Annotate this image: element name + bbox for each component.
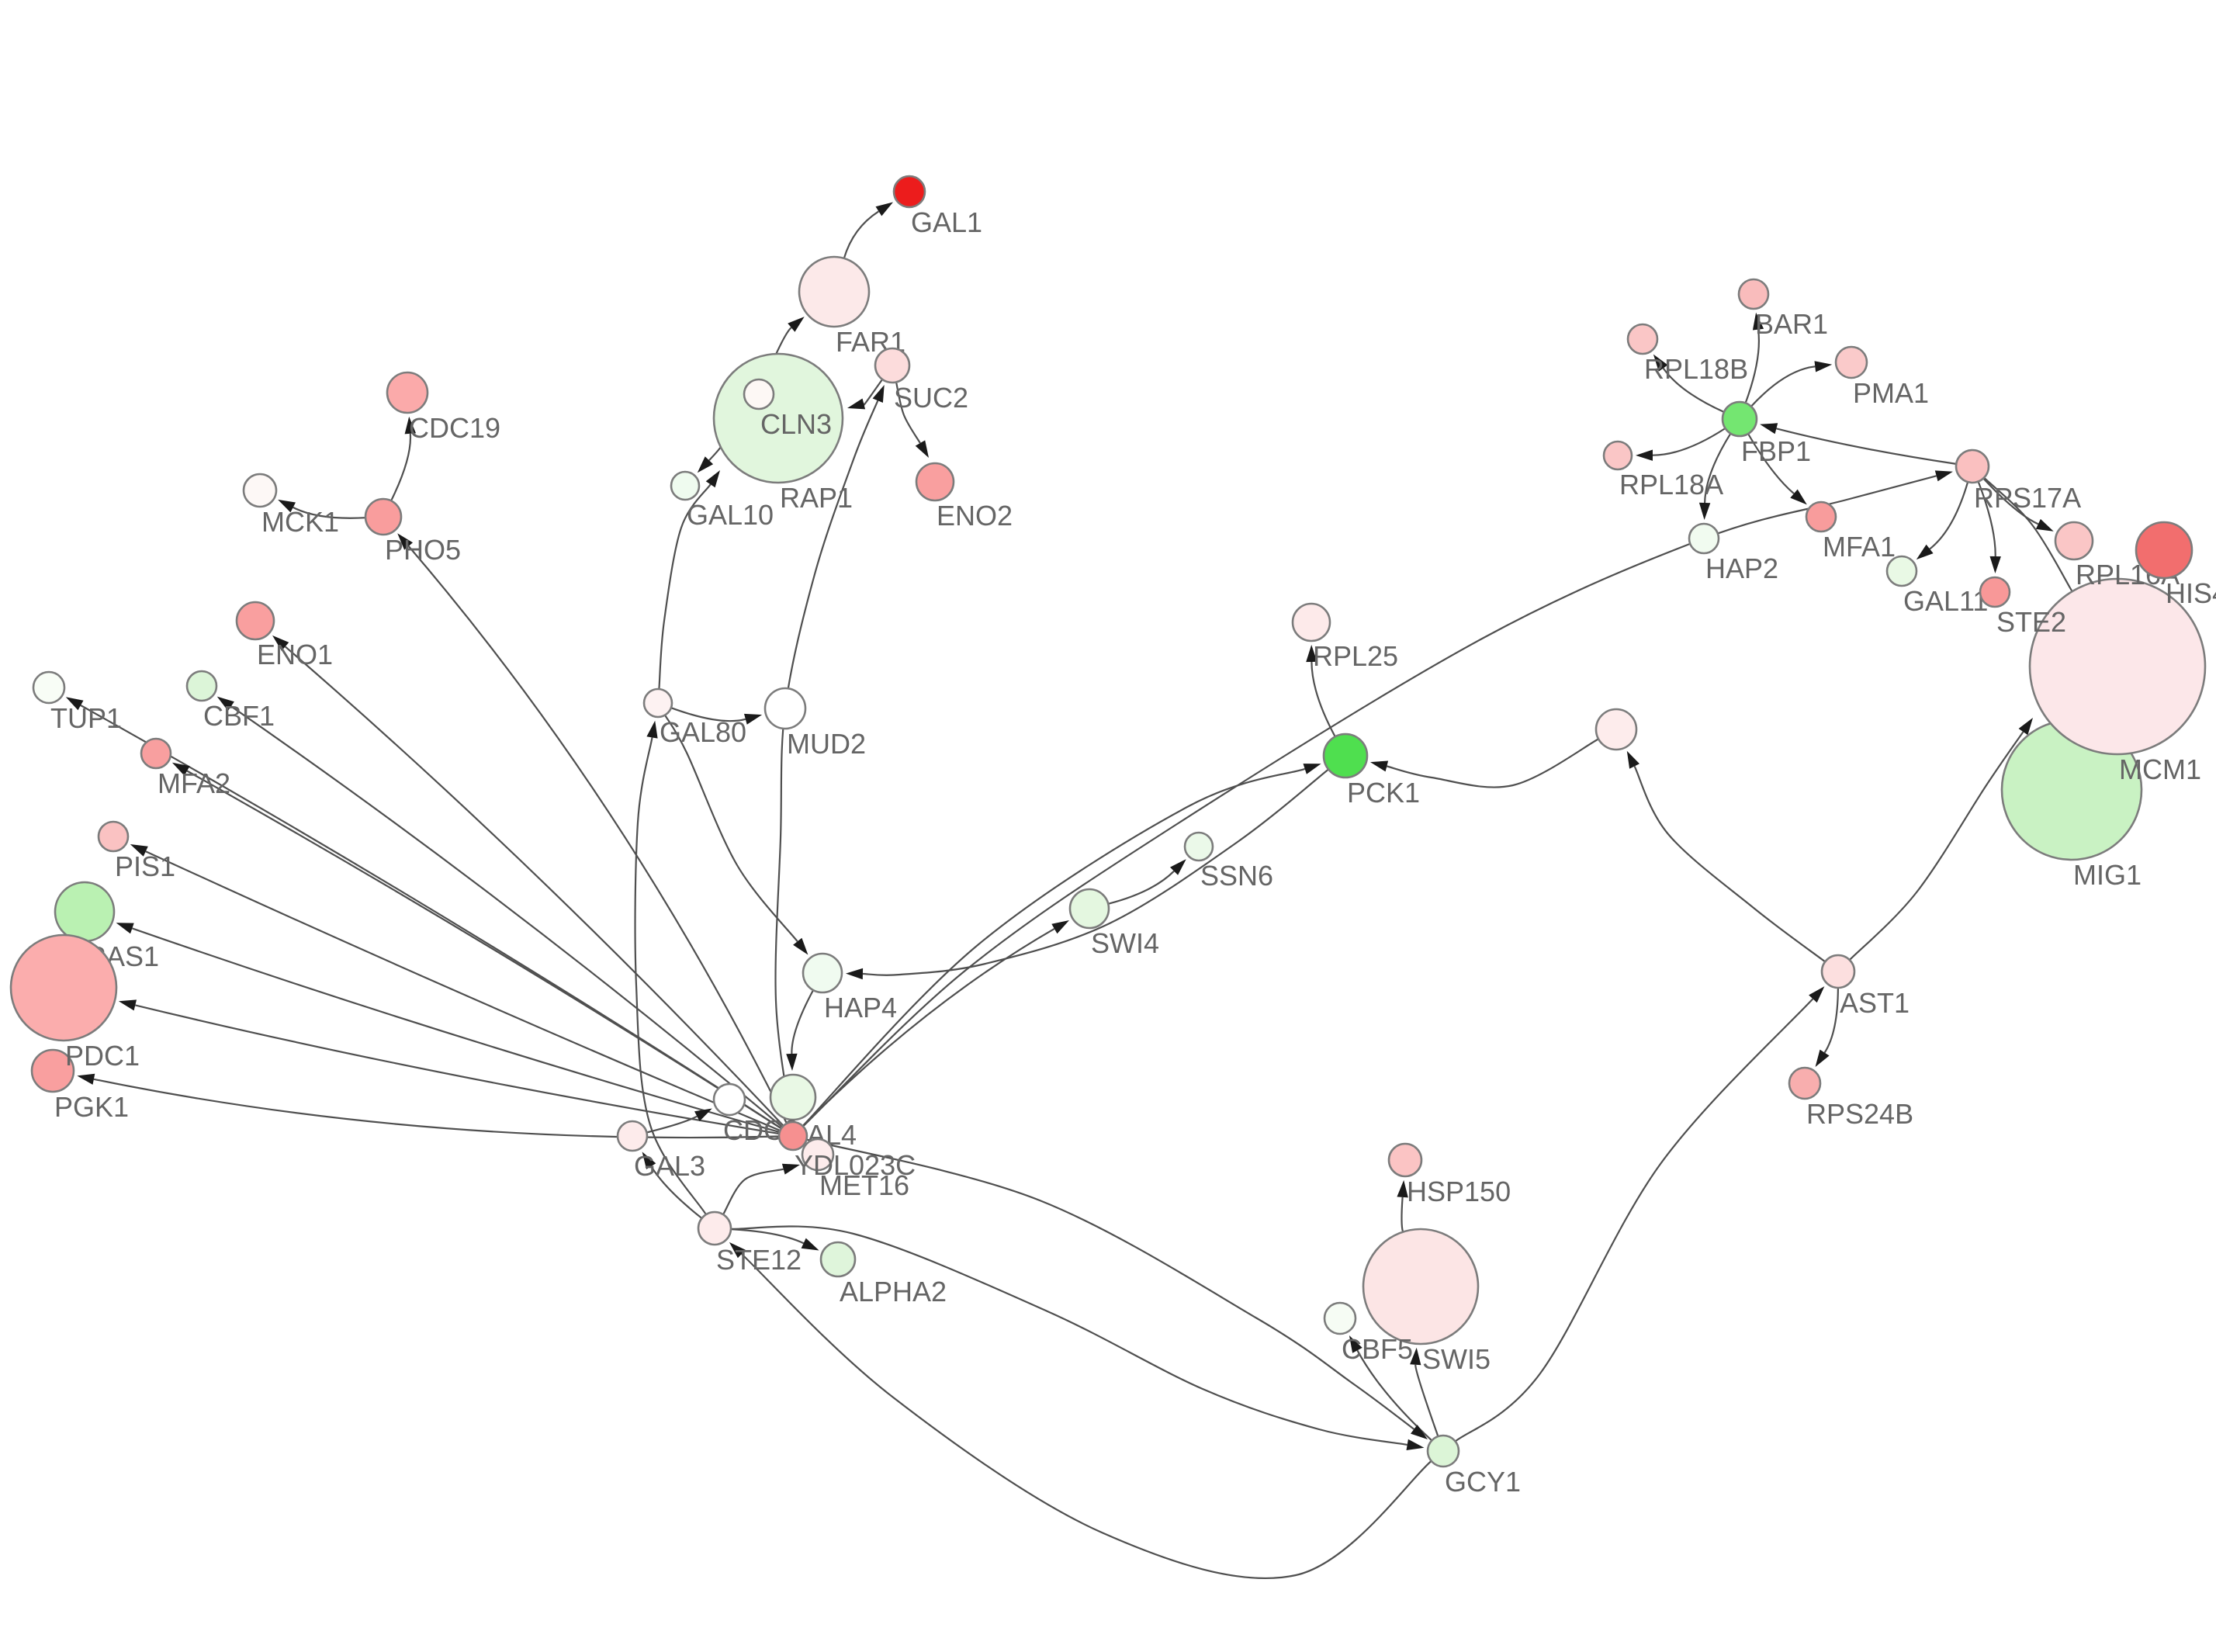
svg-text:PDC1: PDC1	[65, 1040, 140, 1072]
svg-text:FBP1: FBP1	[1741, 435, 1811, 467]
svg-text:GAL11: GAL11	[1903, 585, 1988, 617]
svg-text:PHO5: PHO5	[385, 534, 461, 566]
svg-text:GAL3: GAL3	[634, 1150, 705, 1182]
svg-text:HIS4: HIS4	[2166, 577, 2216, 609]
svg-text:PGK1: PGK1	[54, 1091, 129, 1123]
svg-text:YDL023C: YDL023C	[795, 1149, 916, 1181]
svg-text:CBF5: CBF5	[1342, 1333, 1413, 1365]
svg-text:MFA2: MFA2	[158, 767, 230, 799]
svg-text:GAL1: GAL1	[911, 206, 982, 238]
svg-text:ALPHA2: ALPHA2	[840, 1276, 947, 1307]
svg-text:HAP4: HAP4	[824, 992, 897, 1023]
svg-text:PMA1: PMA1	[1853, 377, 1929, 409]
svg-text:MCK1: MCK1	[261, 506, 339, 538]
svg-text:HAP2: HAP2	[1705, 552, 1778, 584]
svg-text:MCM1: MCM1	[2119, 753, 2201, 785]
svg-text:TUP1: TUP1	[50, 702, 122, 734]
svg-text:HSP150: HSP150	[1407, 1176, 1511, 1207]
svg-text:RPL18B: RPL18B	[1644, 353, 1748, 385]
svg-text:GCY1: GCY1	[1445, 1466, 1521, 1498]
svg-text:SWI4: SWI4	[1091, 927, 1159, 959]
svg-text:GAL10: GAL10	[687, 499, 774, 531]
svg-text:RPS17A: RPS17A	[1974, 482, 2081, 514]
svg-text:STE2: STE2	[1996, 606, 2066, 638]
svg-text:ENO1: ENO1	[257, 639, 333, 670]
svg-text:PIS1: PIS1	[115, 850, 175, 882]
svg-text:MFA1: MFA1	[1823, 531, 1896, 563]
svg-text:RPS24B: RPS24B	[1806, 1098, 1913, 1130]
svg-text:AST1: AST1	[1840, 987, 1910, 1019]
svg-text:GAL80: GAL80	[660, 716, 746, 748]
svg-text:SUC2: SUC2	[894, 382, 968, 414]
svg-text:SWI5: SWI5	[1422, 1343, 1491, 1375]
svg-text:SSN6: SSN6	[1200, 860, 1273, 892]
svg-text:CDC19: CDC19	[409, 412, 500, 444]
svg-text:PCK1: PCK1	[1347, 777, 1420, 809]
svg-text:CBF1: CBF1	[203, 700, 275, 732]
svg-text:MIG1: MIG1	[2073, 859, 2142, 891]
svg-text:MET16: MET16	[819, 1169, 909, 1201]
svg-text:BAR1: BAR1	[1755, 308, 1828, 340]
svg-text:STE12: STE12	[716, 1244, 802, 1276]
svg-text:RPL18A: RPL18A	[1619, 469, 1723, 500]
svg-text:MUD2: MUD2	[787, 728, 866, 760]
svg-text:ENO2: ENO2	[937, 500, 1013, 532]
svg-text:RAP1: RAP1	[780, 482, 853, 514]
svg-text:CLN3: CLN3	[760, 408, 832, 440]
svg-text:RPL25: RPL25	[1313, 640, 1398, 672]
